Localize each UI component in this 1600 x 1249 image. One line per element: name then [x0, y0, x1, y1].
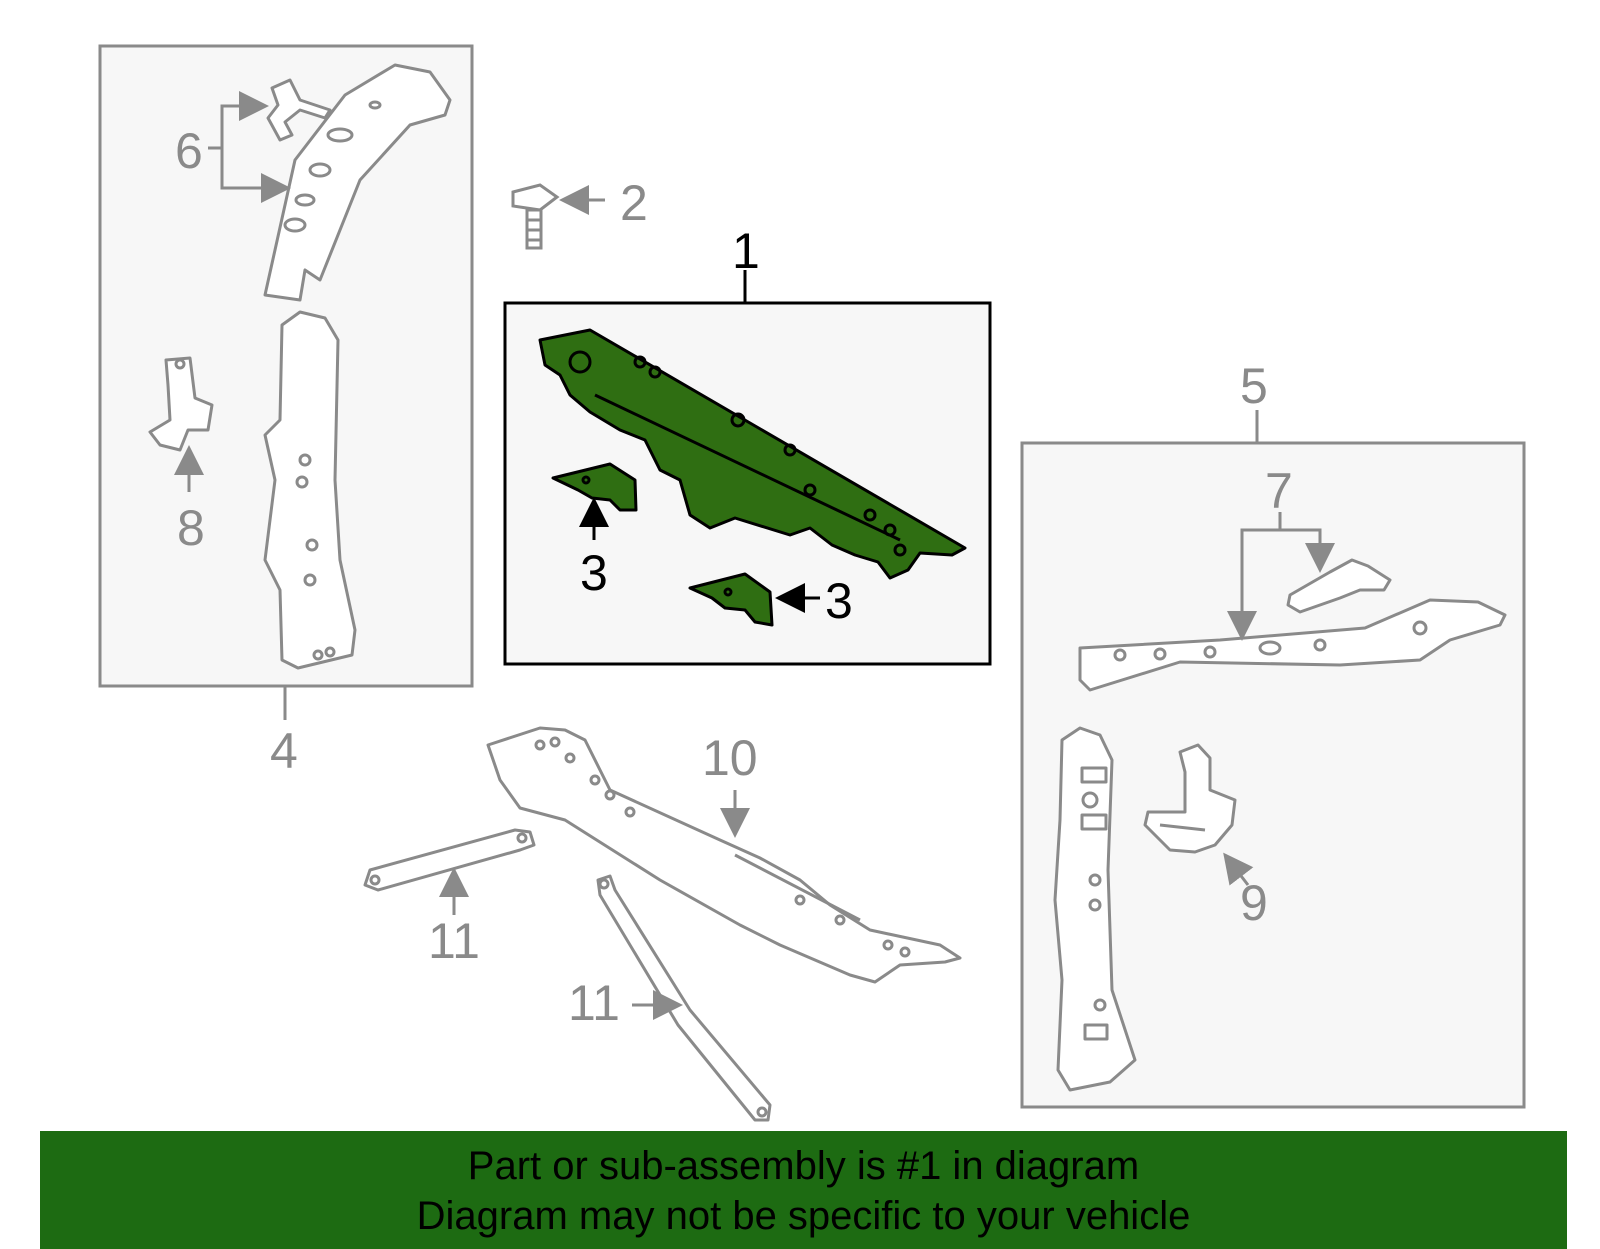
- callout-11b: 11: [568, 975, 620, 1031]
- part-10-lower-crossmember[interactable]: [486, 726, 962, 984]
- banner-line-1: Part or sub-assembly is #1 in diagram: [467, 1144, 1140, 1188]
- part-1-radiator-support[interactable]: [538, 328, 967, 580]
- part-4-pillar[interactable]: [263, 310, 357, 670]
- part-3-bracket-b[interactable]: [688, 572, 774, 627]
- callout-3a: 3: [580, 545, 608, 601]
- part-11-brace-a[interactable]: [363, 828, 536, 892]
- info-banner: Part or sub-assembly is #1 in diagram Di…: [40, 1131, 1567, 1249]
- part-7-bracket[interactable]: [1286, 558, 1392, 614]
- part-2-bolt[interactable]: [511, 183, 560, 250]
- banner-line-2: Diagram may not be specific to your vehi…: [416, 1194, 1191, 1238]
- callout-1: 1: [732, 223, 760, 279]
- part-8-bracket[interactable]: [148, 356, 214, 452]
- callout-2: 2: [620, 175, 648, 231]
- part-3-bracket-a[interactable]: [551, 462, 638, 512]
- parts-diagram: 1 2 3 3 4 5 6 7 8 9 10 11 11: [98, 44, 1526, 1122]
- callout-8: 8: [177, 500, 205, 556]
- callout-6: 6: [175, 123, 203, 179]
- part-7-upper-rail[interactable]: [1078, 598, 1507, 692]
- leader-9: [1223, 852, 1254, 886]
- part-6-upper-rail[interactable]: [263, 63, 452, 302]
- callout-11a: 11: [428, 913, 480, 969]
- part-9-bracket[interactable]: [1143, 743, 1237, 854]
- callout-9: 9: [1240, 875, 1268, 931]
- part-5-pillar[interactable]: [1053, 726, 1137, 1092]
- callout-5: 5: [1240, 358, 1268, 414]
- callout-3b: 3: [825, 573, 853, 629]
- part-11-brace-b[interactable]: [596, 874, 772, 1122]
- callout-10: 10: [702, 730, 758, 786]
- part-6-clip[interactable]: [266, 78, 332, 142]
- callout-4: 4: [270, 723, 298, 779]
- callout-7: 7: [1265, 463, 1293, 519]
